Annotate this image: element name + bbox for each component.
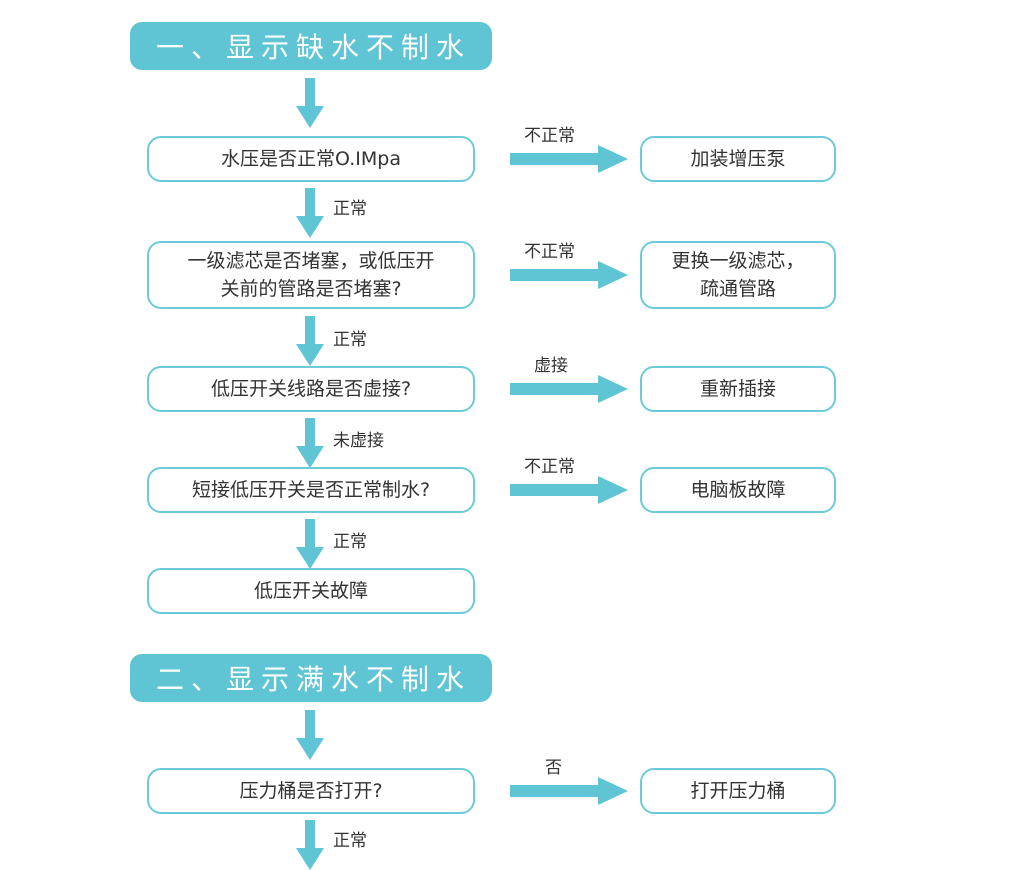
node-lp-switch-fault: 低压开关故障 xyxy=(147,568,475,614)
section-header-1: 一、显示缺水不制水 xyxy=(130,22,492,70)
arrow-right-icon xyxy=(510,261,628,289)
arrow-down-icon xyxy=(296,710,324,760)
edge-label-s1-e4-down: 正常 xyxy=(333,532,367,552)
node-open-pressure-tank: 打开压力桶 xyxy=(640,768,836,814)
section-header-1-label: 一、显示缺水不制水 xyxy=(156,31,472,64)
edge-label-s2-e1-down: 正常 xyxy=(333,831,367,851)
node-short-lp-switch-check: 短接低压开关是否正常制水? xyxy=(147,467,475,513)
arrow-down-icon xyxy=(296,418,324,468)
section-header-2: 二、显示满水不制水 xyxy=(130,654,492,702)
arrow-right-icon xyxy=(510,145,628,173)
node-short-lp-switch-check-label: 短接低压开关是否正常制水? xyxy=(191,479,431,501)
edge-label-s1-e2-right: 不正常 xyxy=(524,242,575,262)
section-header-2-label: 二、显示满水不制水 xyxy=(156,663,472,696)
arrow-right-icon xyxy=(510,375,628,403)
node-pressure-tank-open-check-label: 压力桶是否打开? xyxy=(239,780,383,802)
edge-label-s1-e1-right: 不正常 xyxy=(524,126,575,146)
node-filter-blocked-check-label: 一级滤芯是否堵塞，或低压开 关前的管路是否堵塞? xyxy=(187,250,435,300)
node-install-booster-pump: 加装增压泵 xyxy=(640,136,836,182)
edge-label-s1-e3-right: 虚接 xyxy=(534,356,568,376)
arrow-down-icon xyxy=(296,820,324,870)
node-open-pressure-tank-label: 打开压力桶 xyxy=(690,780,786,802)
node-control-board-fault: 电脑板故障 xyxy=(640,467,836,513)
edge-label-s2-e1-right: 否 xyxy=(545,758,562,778)
arrow-right-icon xyxy=(510,777,628,805)
arrow-down-icon xyxy=(296,519,324,569)
edge-label-s1-e4-right: 不正常 xyxy=(524,457,575,477)
node-reconnect-label: 重新插接 xyxy=(699,378,776,400)
node-water-pressure-check: 水压是否正常O.IMpa xyxy=(147,136,475,182)
node-filter-blocked-check: 一级滤芯是否堵塞，或低压开 关前的管路是否堵塞? xyxy=(147,241,475,309)
node-install-booster-pump-label: 加装增压泵 xyxy=(690,148,786,170)
edge-label-s1-e3-down: 未虚接 xyxy=(333,431,384,451)
node-lp-switch-wiring-check: 低压开关线路是否虚接? xyxy=(147,366,475,412)
arrow-down-icon xyxy=(296,78,324,128)
node-control-board-fault-label: 电脑板故障 xyxy=(690,479,786,501)
node-lp-switch-fault-label: 低压开关故障 xyxy=(253,580,368,602)
arrow-down-icon xyxy=(296,316,324,366)
node-lp-switch-wiring-check-label: 低压开关线路是否虚接? xyxy=(210,378,412,400)
node-pressure-tank-open-check: 压力桶是否打开? xyxy=(147,768,475,814)
node-replace-filter-clear-pipe-label: 更换一级滤芯， 疏通管路 xyxy=(671,250,805,300)
edge-label-s1-e1-down: 正常 xyxy=(333,199,367,219)
edge-label-s1-e2-down: 正常 xyxy=(333,330,367,350)
node-reconnect: 重新插接 xyxy=(640,366,836,412)
node-water-pressure-check-label: 水压是否正常O.IMpa xyxy=(221,148,401,170)
arrow-down-icon xyxy=(296,188,324,238)
node-replace-filter-clear-pipe: 更换一级滤芯， 疏通管路 xyxy=(640,241,836,309)
arrow-right-icon xyxy=(510,476,628,504)
